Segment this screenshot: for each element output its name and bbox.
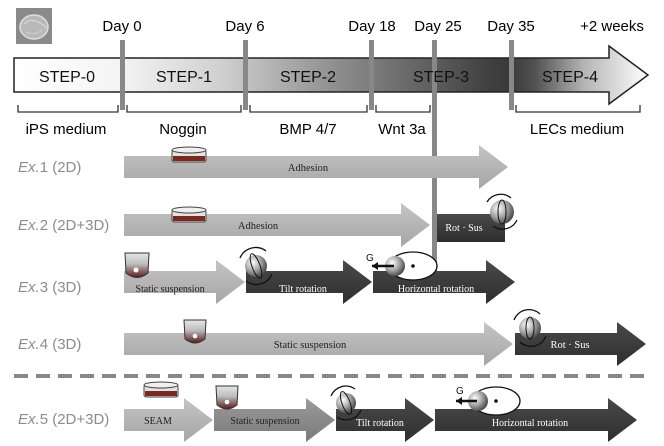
experiment-label: Ex.5 (2D+3D) <box>18 411 109 428</box>
step-label: STEP-1 <box>156 69 212 86</box>
step-label: STEP-0 <box>39 69 95 86</box>
step-progress-arrow <box>13 44 650 106</box>
medium-label: Noggin <box>159 121 207 138</box>
ex1-adhesion-arrow <box>124 145 508 189</box>
experiment-label: Ex.1 (2D) <box>18 159 81 176</box>
day-tick <box>369 40 374 110</box>
experiment-label: Ex.2 (2D+3D) <box>18 217 109 234</box>
stage-label: Static suspension <box>230 416 299 427</box>
ex3-static-suspension-arrow <box>124 260 245 304</box>
ex5-tilt-rotation-arrow <box>336 398 434 442</box>
day-label: Day 35 <box>487 18 535 35</box>
ex4-static-suspension-arrow <box>124 322 513 366</box>
horizontal-rotation-sphere-icon <box>456 386 521 416</box>
tilt-rotation-sphere-icon <box>239 246 273 286</box>
stage-label: Rot · Sus <box>550 340 589 351</box>
stage-label: Adhesion <box>238 221 279 232</box>
ex4-rot-sus-arrow <box>515 322 646 366</box>
step-label: STEP-2 <box>280 69 336 86</box>
cell-thumbnail <box>16 8 52 44</box>
day-tick <box>509 40 514 110</box>
stage-label: Static suspension <box>135 284 204 295</box>
stage-label: Horizontal rotation <box>492 418 568 429</box>
medium-brackets <box>17 105 641 113</box>
rotation-sphere-icon <box>513 308 547 348</box>
day-label: Day 18 <box>348 18 396 35</box>
horizontal-rotation-sphere-icon <box>372 251 438 281</box>
ex5-seam-arrow <box>124 398 213 442</box>
ex3-tilt-rotation-arrow <box>246 260 372 304</box>
tube-icon <box>124 252 150 278</box>
medium-label: BMP 4/7 <box>279 121 336 138</box>
stage-label: Tilt rotation <box>356 418 404 429</box>
medium-label: LECs medium <box>530 121 624 138</box>
stage-label: Static suspension <box>274 340 347 351</box>
culture-dish-icon <box>171 206 207 223</box>
day-label: +2 weeks <box>580 18 644 35</box>
day-label: Day 0 <box>102 18 141 35</box>
day-label: Day 25 <box>414 18 462 35</box>
stage-label: Rot · Sus <box>445 223 482 234</box>
day-tick <box>120 40 125 110</box>
step-label: STEP-3 <box>413 69 469 86</box>
stage-label: Tilt rotation <box>279 284 327 295</box>
tube-icon <box>183 319 207 344</box>
tube-icon <box>215 385 239 410</box>
stage-label: SEAM <box>144 416 172 427</box>
stage-label: Horizontal rotation <box>398 284 474 295</box>
gravity-label: G <box>456 386 464 397</box>
culture-dish-icon <box>143 381 179 398</box>
experiment-label: Ex.4 (3D) <box>18 336 81 353</box>
culture-dish-icon <box>171 146 207 163</box>
step-label: STEP-4 <box>542 69 598 86</box>
medium-label: Wnt 3a <box>378 121 426 138</box>
day-tick <box>243 40 248 110</box>
gravity-label: G <box>366 253 374 264</box>
stage-label: Adhesion <box>288 163 329 174</box>
experiment-label: Ex.3 (3D) <box>18 279 81 296</box>
medium-label: iPS medium <box>26 121 107 138</box>
ex5-static-suspension-arrow <box>214 398 335 442</box>
tilt-rotation-sphere-icon <box>330 385 362 421</box>
day-label: Day 6 <box>225 18 264 35</box>
rotation-sphere-icon <box>486 193 518 230</box>
